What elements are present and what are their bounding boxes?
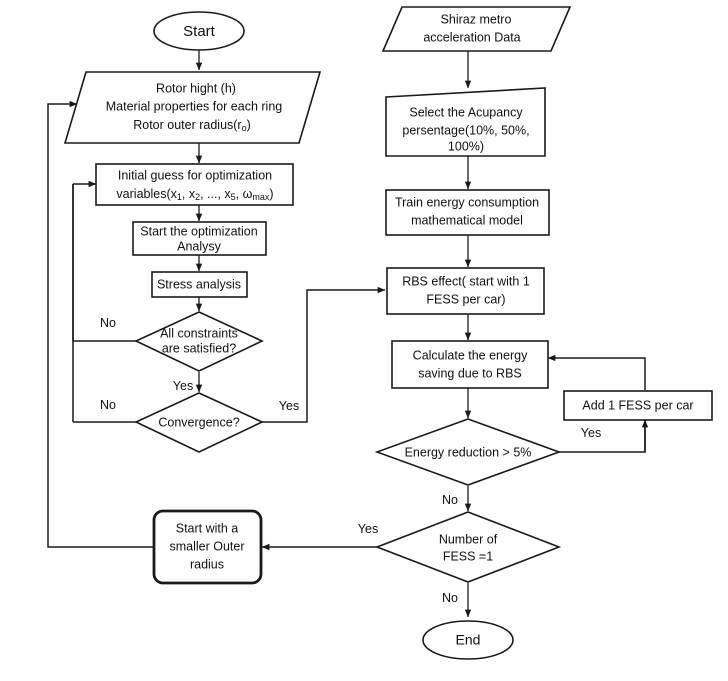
edge-label-convergence-no: No	[100, 398, 116, 412]
node-occupancy-line1: Select the Acupancy	[409, 105, 523, 119]
node-energy-reduction-label: Energy reduction > 5%	[405, 445, 532, 459]
node-add-fess-label: Add 1 FESS per car	[582, 398, 693, 412]
node-inputs-line1: Rotor hight (h)	[156, 81, 236, 95]
edge-label-constraints-no: No	[100, 316, 116, 330]
node-initial-guess-line2: variables(x1, x2, ..., x5, ωmax)	[116, 187, 273, 202]
node-train-model[interactable]: Train energy consumption mathematical mo…	[385, 189, 550, 236]
node-smaller-outer-radius-line1: Start with a	[176, 521, 239, 535]
node-rbs-effect-line2: FESS per car)	[426, 292, 505, 306]
node-calculate-saving[interactable]: Calculate the energy saving due to RBS	[391, 340, 549, 389]
node-all-constraints-line2: are satisfied?	[162, 341, 236, 355]
edge-convergence-yes-to-rbs	[262, 286, 386, 423]
node-stress-analysis[interactable]: Stress analysis	[151, 271, 248, 298]
edge-label-fess-yes: Yes	[358, 522, 378, 536]
node-initial-guess[interactable]: Initial guess for optimization variables…	[95, 163, 294, 206]
node-stress-analysis-label: Stress analysis	[157, 277, 241, 291]
node-metro-data[interactable]: Shiraz metro acceleration Data	[381, 6, 572, 52]
node-number-fess-line1: Number of	[439, 532, 498, 546]
node-smaller-outer-radius-line2: smaller Outer	[169, 539, 244, 553]
edge-addfess-to-calculate	[547, 354, 646, 390]
edge-label-energy-no: No	[442, 493, 458, 507]
node-all-constraints-line1: All constraints	[160, 326, 238, 340]
edge-label-energy-yes: Yes	[581, 426, 601, 440]
node-initial-guess-line1: Initial guess for optimization	[118, 168, 272, 182]
node-metro-data-line1: Shiraz metro	[441, 12, 512, 26]
node-rbs-effect-line1: RBS effect( start with 1	[402, 274, 530, 288]
node-metro-data-line2: acceleration Data	[423, 30, 520, 44]
node-occupancy[interactable]: Select the Acupancy persentage(10%, 50%,…	[385, 87, 546, 157]
node-smaller-outer-radius-line3: radius	[190, 557, 224, 571]
node-start-label: Start	[183, 23, 216, 40]
edge-label-fess-no: No	[442, 591, 458, 605]
node-number-fess-line2: FESS =1	[443, 549, 493, 563]
node-start[interactable]: Start	[153, 11, 245, 51]
node-end-label: End	[456, 632, 481, 648]
node-convergence[interactable]: Convergence?	[134, 392, 264, 453]
node-smaller-outer-radius[interactable]: Start with a smaller Outer radius	[152, 509, 263, 585]
edge-label-convergence-yes: Yes	[279, 399, 299, 413]
node-occupancy-line2: persentage(10%, 50%,	[402, 123, 529, 137]
node-inputs[interactable]: Rotor hight (h) Material properties for …	[63, 71, 322, 144]
node-number-fess[interactable]: Number of FESS =1	[374, 511, 562, 583]
node-inputs-line3: Rotor outer radius(ro)	[133, 118, 251, 133]
node-start-optimization[interactable]: Start the optimization Analysy	[132, 221, 267, 256]
node-start-optimization-line2: Analysy	[177, 239, 222, 253]
edge-label-constraints-yes: Yes	[173, 379, 193, 393]
node-energy-reduction[interactable]: Energy reduction > 5%	[374, 418, 562, 486]
node-convergence-label: Convergence?	[158, 415, 239, 429]
node-all-constraints[interactable]: All constraints are satisfied?	[134, 311, 264, 372]
edge-energy-yes-rail	[559, 420, 646, 453]
edge-label-group: No Yes No Yes Yes No Yes No	[100, 316, 601, 605]
node-rbs-effect[interactable]: RBS effect( start with 1 FESS per car)	[386, 267, 545, 315]
node-start-optimization-line1: Start the optimization	[140, 224, 257, 238]
node-inputs-line2: Material properties for each ring	[106, 99, 283, 113]
node-occupancy-line3: 100%)	[448, 139, 484, 153]
node-calculate-saving-line1: Calculate the energy	[413, 348, 528, 362]
node-add-fess[interactable]: Add 1 FESS per car	[563, 390, 713, 421]
node-train-model-line1: Train energy consumption	[395, 195, 539, 209]
node-calculate-saving-line2: saving due to RBS	[418, 366, 522, 380]
node-train-model-line2: mathematical model	[411, 213, 523, 227]
node-end[interactable]: End	[422, 620, 514, 660]
edge-outer-loop-to-inputs	[47, 100, 154, 548]
